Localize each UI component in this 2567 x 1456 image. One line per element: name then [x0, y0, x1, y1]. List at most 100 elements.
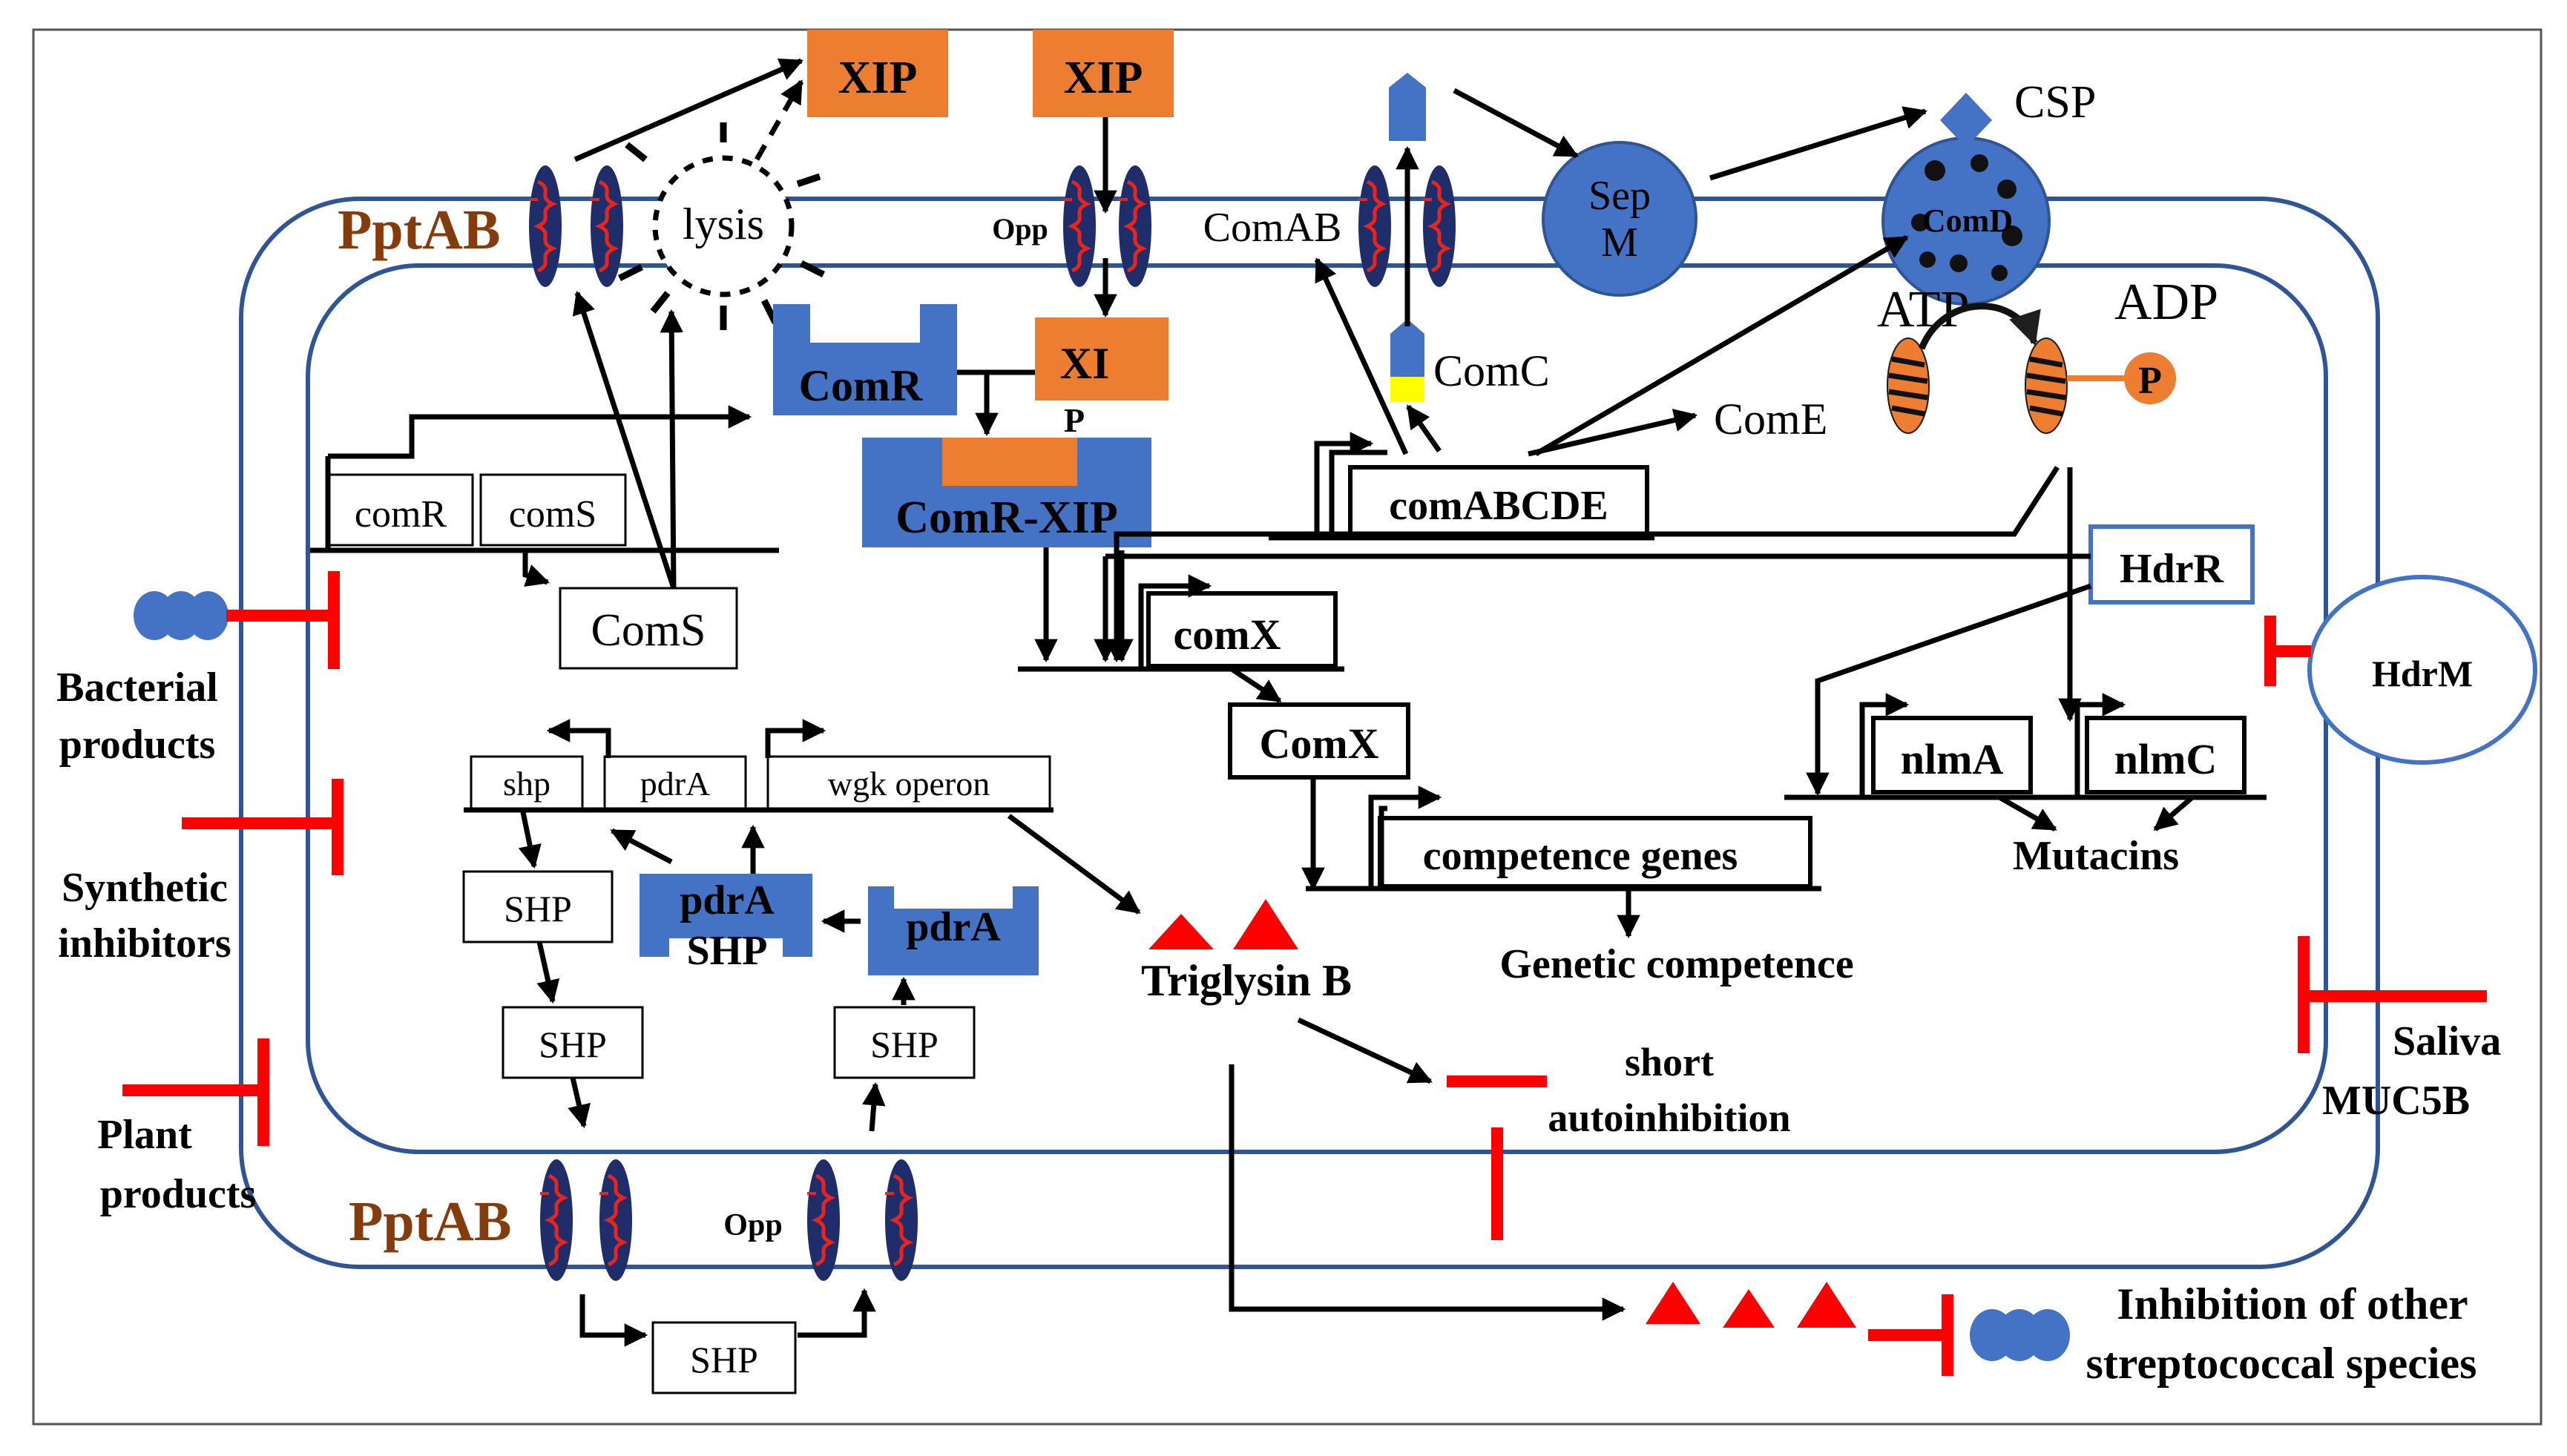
coms-gene-box — [479, 473, 627, 547]
comr-receptor — [773, 304, 957, 415]
xip-peptide-right — [1033, 30, 1174, 117]
comabcde-gene-box — [1348, 465, 1649, 538]
shp-peptide-box-1 — [462, 870, 614, 943]
lysis-label: lysis — [683, 200, 764, 248]
xip-peptide-inside — [1035, 317, 1169, 401]
nlma-label: nlmA — [1901, 735, 2004, 783]
bacterial-label-line1: Bacterial — [56, 665, 218, 711]
wgk-operon-label: wgk operon — [828, 765, 990, 803]
sepm-protein — [1542, 141, 1697, 297]
pdra-shp-label-line1: pdrA — [680, 877, 775, 923]
comr-label: ComR — [799, 361, 923, 410]
shp-peptide-label-4: SHP — [690, 1339, 758, 1380]
plant-label-line1: Plant — [97, 1112, 192, 1158]
muc5b-label: MUC5B — [2322, 1078, 2470, 1124]
secreted-triglysin-3 — [1797, 1282, 1856, 1328]
comr-xip-label: ComR-XIP — [895, 493, 1118, 543]
pathway-arrows — [310, 58, 2267, 1347]
shp-gene-label: shp — [503, 765, 550, 803]
bacterial-cells-icon — [134, 591, 229, 640]
synthetic-label-line1: Synthetic — [62, 865, 228, 911]
autoinhibition-label: autoinhibition — [1548, 1096, 1790, 1140]
pdra-shp-complex — [640, 874, 812, 957]
hdrr-box — [2088, 524, 2255, 605]
atp-adp-arrow — [1918, 303, 2041, 350]
comc-peptide-top-icon — [1389, 73, 1426, 141]
comx-gene-label: comX — [1174, 610, 1281, 659]
comx-protein-box — [1228, 702, 1410, 780]
comc-precursor-icon — [1390, 319, 1424, 377]
nlmc-gene-box — [2085, 716, 2246, 794]
secreted-triglysin-1 — [1646, 1282, 1700, 1324]
shp-peptide-box-4 — [651, 1321, 797, 1394]
short-label: short — [1625, 1040, 1714, 1084]
coms-protein-label: ComS — [591, 605, 706, 656]
coms-protein-box — [559, 587, 738, 670]
pdra-receptor-label: pdrA — [906, 904, 1001, 950]
inhibition-label-line2: streptococcal species — [2086, 1339, 2476, 1388]
comr-gene-box — [326, 473, 474, 547]
nlma-gene-box — [1871, 716, 2033, 794]
plant-label-line2: products — [100, 1171, 257, 1217]
comr-xip-bound-peptide — [942, 438, 1077, 486]
triglysin-triangle-1 — [1148, 914, 1214, 949]
lysis-burst — [617, 122, 826, 330]
comr-gene-label: comR — [355, 493, 447, 536]
come-label: ComE — [1714, 395, 1827, 444]
adp-label: ADP — [2114, 274, 2218, 331]
pdra-receptor — [868, 886, 1039, 975]
comx-gene-box — [1146, 591, 1338, 668]
pdra-gene-box — [603, 755, 747, 810]
saliva-label: Saliva — [2393, 1018, 2501, 1064]
sepm-label-line2: M — [1601, 220, 1638, 266]
pdra-shp-label-line2: SHP — [687, 928, 768, 974]
secreted-triglysin-2 — [1723, 1289, 1775, 1328]
come-phosphorylated-icon — [2025, 338, 2067, 433]
comc-leader-yellow — [1390, 377, 1424, 402]
hdrm-label: HdrM — [2372, 653, 2473, 694]
shp-peptide-label-1: SHP — [504, 888, 572, 929]
triglysin-b-label: Triglysin B — [1141, 956, 1352, 1005]
opp-label-bottom: Opp — [723, 1208, 782, 1242]
hdrr-label: HdrR — [2120, 546, 2224, 592]
sepm-label-line1: Sep — [1588, 173, 1651, 219]
nlmc-label: nlmC — [2114, 735, 2218, 783]
genetic-competence-label: Genetic competence — [1499, 941, 1853, 987]
phosphate-icon — [2124, 352, 2176, 404]
xip-inside-label-line1: XI — [1060, 339, 1110, 388]
synthetic-label-line2: inhibitors — [58, 920, 231, 966]
bacterial-label-line2: products — [59, 722, 216, 768]
comabcde-label: comABCDE — [1389, 483, 1608, 529]
xip-inside-label-line2: P — [1064, 401, 1085, 439]
shp-peptide-box-3 — [833, 1006, 976, 1079]
xip-label-left: XIP — [838, 53, 918, 103]
pptab-label-top: PptAB — [338, 199, 501, 261]
wgk-operon-box — [766, 755, 1051, 810]
comc-label: ComC — [1433, 346, 1550, 395]
xip-peptide-left — [807, 30, 948, 117]
inhibition-bars — [122, 571, 2487, 1376]
comd-label: ComD — [1922, 202, 2013, 239]
hdrm-protein — [2307, 575, 2537, 765]
pptab-label-bottom: PptAB — [349, 1190, 512, 1253]
comab-label: ComAB — [1203, 205, 1342, 251]
csp-diamond-icon — [1940, 93, 1992, 148]
triglysin-triangle-2 — [1233, 899, 1298, 949]
phosphate-label: P — [2138, 360, 2162, 402]
pdra-gene-label: pdrA — [640, 765, 711, 803]
coms-gene-label: comS — [509, 493, 596, 536]
xip-label-right: XIP — [1064, 53, 1143, 103]
shp-gene-box — [470, 755, 584, 810]
shp-peptide-label-3: SHP — [870, 1024, 939, 1065]
other-streptococci-icon — [1970, 1309, 2070, 1361]
mutacins-label: Mutacins — [2013, 833, 2179, 879]
comx-protein-label: ComX — [1259, 719, 1378, 768]
competence-genes-label: competence genes — [1423, 833, 1738, 879]
opp-label-top: Opp — [992, 212, 1048, 246]
csp-label: CSP — [2014, 77, 2096, 128]
inhibition-label-line1: Inhibition of other — [2117, 1279, 2468, 1328]
shp-peptide-label-2: SHP — [539, 1024, 607, 1065]
come-inactive-icon — [1887, 338, 1929, 433]
shp-peptide-box-2 — [502, 1006, 644, 1079]
